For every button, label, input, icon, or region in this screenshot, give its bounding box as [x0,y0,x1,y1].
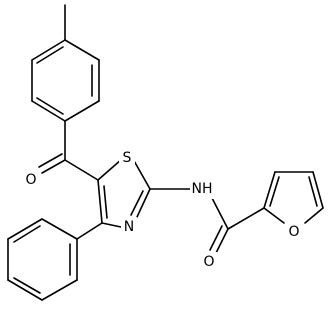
thiazole-bond [132,158,151,190]
tolyl-ring-bond [64,39,100,61]
carbonyl-double-bond [41,159,66,174]
thiazole-bond [97,179,103,224]
tolyl-ring-bond [64,100,100,122]
amide-oxygen-label: O [203,254,214,270]
thiazole-bond [136,188,151,218]
tolyl-ring-bond [31,100,66,122]
carbonyl-to-furan-bond [227,207,265,230]
carbonyl-to-thiazole-bond [64,159,99,181]
furan-double-bond [269,176,280,207]
phenyl-ring-bond [7,279,43,301]
furan-bond [263,171,276,209]
phenyl-double-bond [13,225,41,243]
furan-bond [312,171,324,209]
thiazole-bond [97,158,123,181]
ketone-oxygen-label: O [25,172,36,188]
amide-carbonyl-double-bond [209,225,223,251]
thiazole-double-bond [103,185,108,219]
furan-bond [263,207,285,224]
nh-to-carbonyl-bond [211,197,229,230]
furan-oxygen-label: O [288,224,299,240]
ketone-group [38,120,99,181]
carbonyl-double-bond [38,153,63,168]
tolyl-double-bond [36,97,64,115]
sulfur-atom-label: S [123,150,132,166]
tolyl-group [31,4,100,122]
thiazole-ring [97,158,151,228]
amide-carbonyl-double-bond [215,228,229,254]
furan-bond [304,207,324,224]
furan-ring [263,171,324,224]
phenyl-ring-bond [41,218,78,240]
amide-group [149,188,265,254]
tolyl-double-bond [36,46,64,64]
tolyl-ring-bond [31,39,66,61]
thiazole-double-bond [130,190,144,216]
atom-labels: S N NH O O O [23,147,302,272]
thiazole-bond [101,222,122,228]
thiazole-to-phenyl-bond [76,222,103,240]
phenyl-ring-bond [7,218,43,240]
amide-nh-label: NH [192,181,213,197]
thiazole-nitrogen-label: N [124,219,134,235]
phenyl-double-bond [13,277,41,294]
phenyl-ring-bond [41,279,78,301]
phenyl-group [7,218,103,301]
furan-double-bond [308,176,318,207]
